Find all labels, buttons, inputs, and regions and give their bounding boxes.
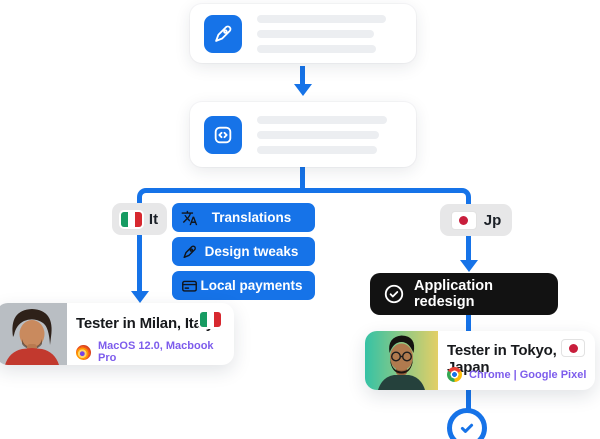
- code-icon: [204, 115, 242, 154]
- task-button-local-payments[interactable]: Local payments: [172, 271, 315, 300]
- milestone-label: Application redesign: [414, 278, 493, 310]
- tester-photo-tokyo: [365, 331, 438, 390]
- italy-flag-icon: [200, 312, 221, 327]
- task-button-label: Translations: [211, 210, 292, 225]
- tester-device-label: MacOS 12.0, Macbook Pro: [98, 340, 214, 364]
- placeholder-line: [257, 29, 374, 38]
- translate-icon: [181, 209, 198, 226]
- check-circle-icon: [383, 283, 405, 305]
- country-chip-japan: Jp: [440, 204, 512, 236]
- tester-name: Tester in Milan, Italy: [76, 315, 214, 332]
- branch-connector: [137, 188, 471, 204]
- pen-icon: [181, 243, 198, 260]
- workflow-step-card-1: [190, 4, 416, 63]
- placeholder-line: [257, 44, 376, 53]
- pen-icon: [204, 14, 242, 53]
- task-button-design-tweaks[interactable]: Design tweaks: [172, 237, 315, 266]
- tester-device-row: Chrome | Google Pixel: [447, 367, 586, 382]
- placeholder-line: [257, 130, 379, 139]
- country-chip-label: Jp: [483, 211, 502, 229]
- arrowhead-milestone: [460, 260, 478, 272]
- tester-device-label: Chrome | Google Pixel: [469, 368, 587, 381]
- success-check-icon: [447, 408, 487, 439]
- arrowhead-milan-card: [131, 291, 149, 303]
- placeholder-text-lines: [257, 115, 402, 154]
- workflow-step-card-2: [190, 102, 416, 167]
- country-chip-italy: It: [112, 203, 167, 235]
- tester-card-milan[interactable]: Tester in Milan, Italy MacOS 12.0, Macbo…: [0, 303, 234, 365]
- placeholder-text-lines: [257, 14, 402, 53]
- credit-card-icon: [181, 277, 198, 294]
- task-button-label: Design tweaks: [204, 244, 299, 259]
- japan-flag-icon: [561, 339, 585, 357]
- placeholder-line: [257, 145, 377, 154]
- tester-photo-milan: [0, 303, 67, 365]
- country-chip-label: It: [148, 210, 159, 228]
- japan-flag-icon: [450, 210, 477, 230]
- arrowhead-step2: [294, 84, 312, 96]
- italy-flag-icon: [120, 211, 142, 227]
- tester-card-tokyo[interactable]: Tester in Tokyo, Japan Chrome | Google P…: [365, 331, 595, 390]
- milestone-pill[interactable]: Application redesign: [370, 273, 558, 315]
- placeholder-line: [257, 115, 387, 124]
- placeholder-line: [257, 14, 386, 23]
- task-button-label: Local payments: [200, 278, 303, 293]
- task-button-stack: Translations Design tweaks Local payment…: [172, 203, 315, 300]
- tester-device-row: MacOS 12.0, Macbook Pro: [76, 340, 234, 364]
- connector-line-step2-out: [300, 167, 305, 190]
- task-button-translations[interactable]: Translations: [172, 203, 315, 232]
- chrome-icon: [447, 367, 462, 382]
- firefox-icon: [76, 344, 91, 360]
- connector-line-left: [137, 198, 142, 292]
- connector-line-top: [300, 66, 305, 86]
